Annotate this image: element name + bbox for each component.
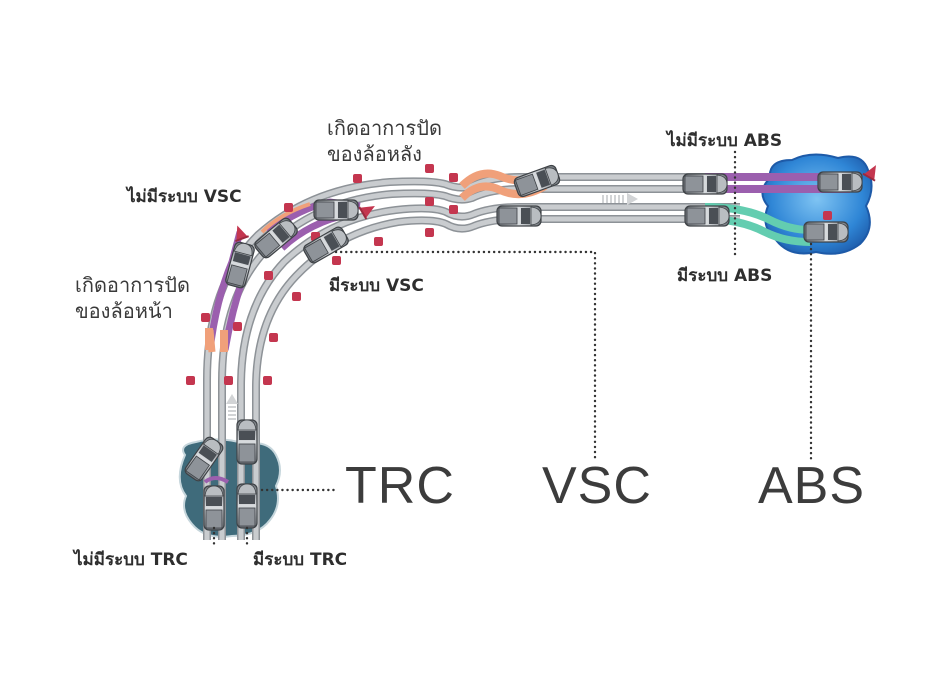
car-abs-with-2 bbox=[803, 221, 849, 243]
abs-with-label: มีระบบ ABS bbox=[677, 266, 773, 286]
car-vsc-understeer bbox=[224, 240, 256, 290]
understeer-label-line-1: เกิดอาการปัด bbox=[75, 273, 190, 297]
oversteer-label-line-2: ของล้อหลัง bbox=[327, 142, 422, 166]
car-abs-without-2 bbox=[817, 171, 863, 193]
trc-title: TRC bbox=[345, 457, 455, 515]
trc-with-label: มีระบบ TRC bbox=[253, 550, 348, 570]
vsc-title: VSC bbox=[542, 457, 652, 515]
car-trc-without-2 bbox=[203, 485, 225, 531]
abs-title: ABS bbox=[758, 457, 866, 515]
oversteer-label: เกิดอาการปัด ของล้อหลัง bbox=[327, 115, 442, 167]
trc-without-label: ไม่มีระบบ TRC bbox=[74, 550, 188, 570]
understeer-label: เกิดอาการปัด ของล้อหน้า bbox=[75, 272, 190, 324]
understeer-slip-marker-1 bbox=[205, 328, 213, 350]
vsc-with-label: มีระบบ VSC bbox=[329, 276, 424, 296]
direction-arrow-right bbox=[602, 193, 638, 205]
oversteer-label-line-1: เกิดอาการปัด bbox=[327, 116, 442, 140]
leader-lines bbox=[212, 150, 813, 547]
abs-without-label: ไม่มีระบบ ABS bbox=[667, 131, 783, 151]
understeer-slip-marker-2 bbox=[220, 330, 228, 352]
understeer-label-line-2: ของล้อหน้า bbox=[75, 299, 173, 323]
car-trc-with-1 bbox=[236, 419, 258, 465]
car-abs-without-1 bbox=[682, 173, 728, 195]
vsc-leader bbox=[334, 250, 597, 464]
car-vsc-with-straight bbox=[496, 205, 542, 227]
vsc-without-label: ไม่มีระบบ VSC bbox=[127, 187, 242, 207]
traffic-cone-icon bbox=[229, 222, 250, 243]
car-vsc-without-2 bbox=[313, 199, 359, 221]
car-trc-with-2 bbox=[236, 483, 258, 529]
car-abs-with-1 bbox=[684, 205, 730, 227]
road-lane-4 bbox=[252, 215, 740, 540]
direction-arrow-up bbox=[226, 394, 238, 420]
